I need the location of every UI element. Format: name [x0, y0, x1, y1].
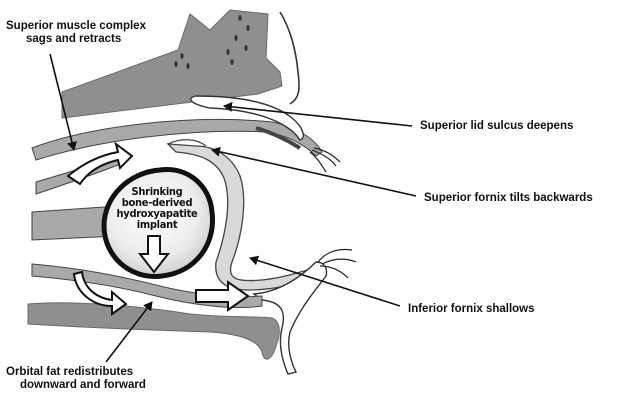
label-superior-fornix: Superior fornix tilts backwards	[424, 192, 593, 205]
upper-eyelashes	[310, 148, 340, 172]
label-superior-muscle-line1: Superior muscle complex	[6, 20, 146, 33]
label-implant: Shrinking bone-derived hydroxyapatite im…	[110, 186, 204, 230]
orbital-floor-bone	[28, 303, 279, 359]
label-implant-line4: implant	[110, 219, 204, 230]
label-orbital-fat-line2: downward and forward	[6, 379, 146, 392]
upper-eyelid	[32, 120, 322, 160]
label-inferior-fornix: Inferior fornix shallows	[408, 303, 535, 316]
skin-profile	[280, 12, 299, 104]
label-superior-muscle: Superior muscle complex sags and retract…	[6, 20, 146, 46]
muscle-sag-arrow-icon	[68, 144, 132, 184]
label-superior-muscle-line2: sags and retracts	[6, 33, 146, 46]
label-orbital-fat-line1: Orbital fat redistributes	[6, 366, 146, 379]
label-orbital-fat: Orbital fat redistributes downward and f…	[6, 366, 146, 393]
label-lid-sulcus: Superior lid sulcus deepens	[420, 120, 573, 133]
